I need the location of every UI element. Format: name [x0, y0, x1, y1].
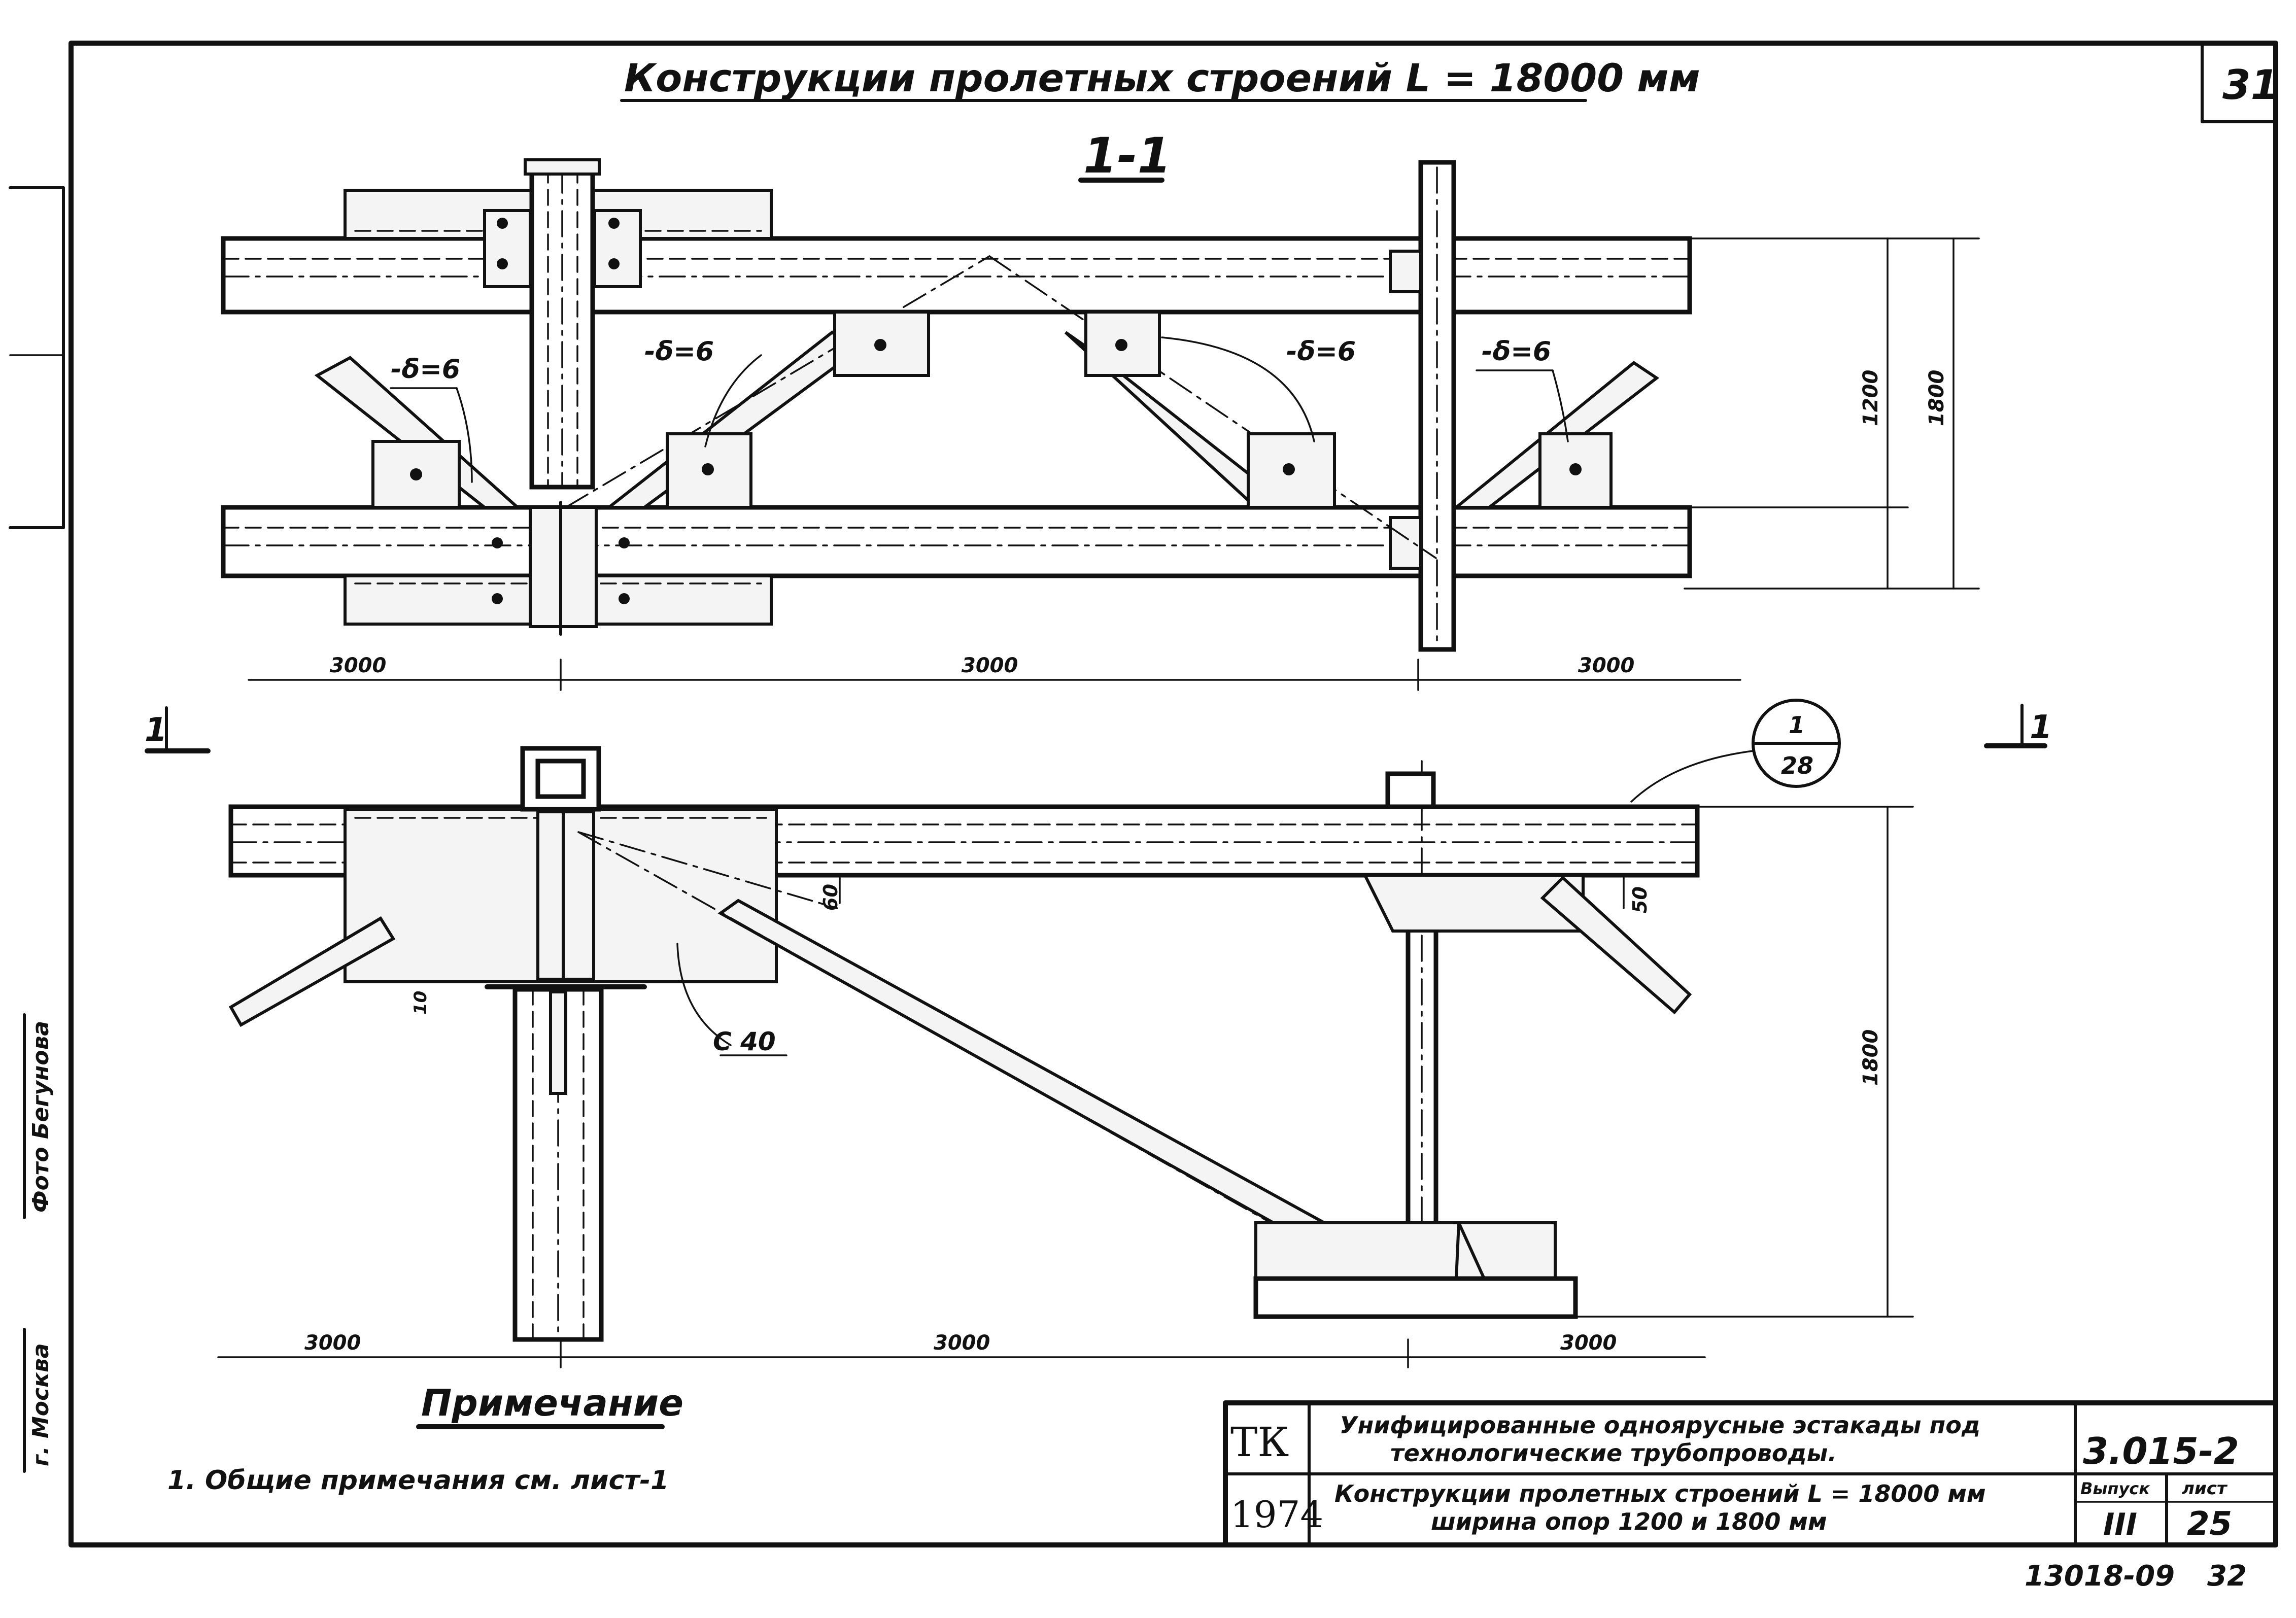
- margin-stamp-bottom: г. Москва: [28, 1343, 54, 1466]
- lower-span-3: 3000: [1560, 1331, 1617, 1355]
- title-block: [1223, 1400, 2278, 1547]
- upper-height-1200: 1200: [1859, 370, 1882, 426]
- plate-label-4: -δ=6: [1482, 336, 1551, 367]
- upper-span-2: 3000: [962, 654, 1018, 677]
- sheet-title: Конструкции пролетных строений L = 18000…: [624, 55, 1700, 100]
- title-block-desc-1: Унифицированные одноярусные эстакады под: [1340, 1412, 1980, 1439]
- sheet-number: 31: [2222, 61, 2279, 109]
- title-block-issue-value: III: [2103, 1507, 2137, 1542]
- lower-span-2: 3000: [934, 1331, 990, 1355]
- lower-span-1: 3000: [304, 1331, 361, 1355]
- title-block-desc-4: ширина опор 1200 и 1800 мм: [1431, 1508, 1827, 1535]
- title-block-desc-3: Конструкции пролетных строений L = 18000…: [1334, 1480, 1986, 1507]
- lower-height-1800: 1800: [1859, 1029, 1882, 1086]
- dim-50: 50: [1629, 886, 1651, 913]
- upper-span-1: 3000: [330, 654, 386, 677]
- title-block-issue-label: Выпуск: [2080, 1479, 2150, 1498]
- lower-dimensions: [217, 806, 1914, 1368]
- upper-view: -δ=6 -δ=6 -δ=6 -δ=6 3000 3000 3000 1200 …: [221, 158, 1980, 691]
- title-block-code: 3.015-2: [2083, 1430, 2239, 1472]
- title-block-year: 1974: [1230, 1493, 1323, 1536]
- cut-marker-right: 1: [2030, 709, 2052, 746]
- section-label: 1-1: [1083, 127, 1171, 184]
- upper-dimensions: [248, 237, 1980, 691]
- sheet-frame: [9, 41, 2278, 1547]
- cut-markers: [145, 704, 2047, 753]
- channel-label: С 40: [713, 1027, 776, 1056]
- note-line-1: 1. Общие примечания см. лист-1: [167, 1465, 669, 1496]
- note-heading: Примечание: [421, 1382, 683, 1424]
- cut-marker-left: 1: [145, 711, 167, 749]
- dim-60: 60: [819, 884, 842, 911]
- upper-diagonals: [314, 255, 1660, 559]
- title-block-sheet-value: 25: [2187, 1505, 2232, 1543]
- title-block-org: ТК: [1230, 1419, 1289, 1466]
- node-ref-bottom: 28: [1781, 752, 1813, 779]
- upper-bolts: [410, 218, 1582, 604]
- title-block-sheet-label: лист: [2182, 1478, 2228, 1499]
- bottom-chord: [221, 505, 1692, 578]
- footer-page: 32: [2207, 1560, 2247, 1593]
- upper-span-3: 3000: [1578, 654, 1634, 677]
- margin-stamp-top: Фото Бегунова: [28, 1021, 54, 1213]
- plate-label-3: -δ=6: [1286, 336, 1356, 367]
- plate-label-2: -δ=6: [644, 336, 714, 367]
- upper-height-1800: 1800: [1925, 370, 1948, 426]
- lower-view: [217, 699, 1914, 1368]
- node-ref-top: 1: [1789, 711, 1805, 739]
- footer-doc-number: 13018-09: [2025, 1560, 2175, 1593]
- plate-label-1: -δ=6: [391, 354, 460, 385]
- dim-10: 10: [410, 991, 431, 1015]
- title-block-desc-2: технологические трубопроводы.: [1390, 1439, 1837, 1467]
